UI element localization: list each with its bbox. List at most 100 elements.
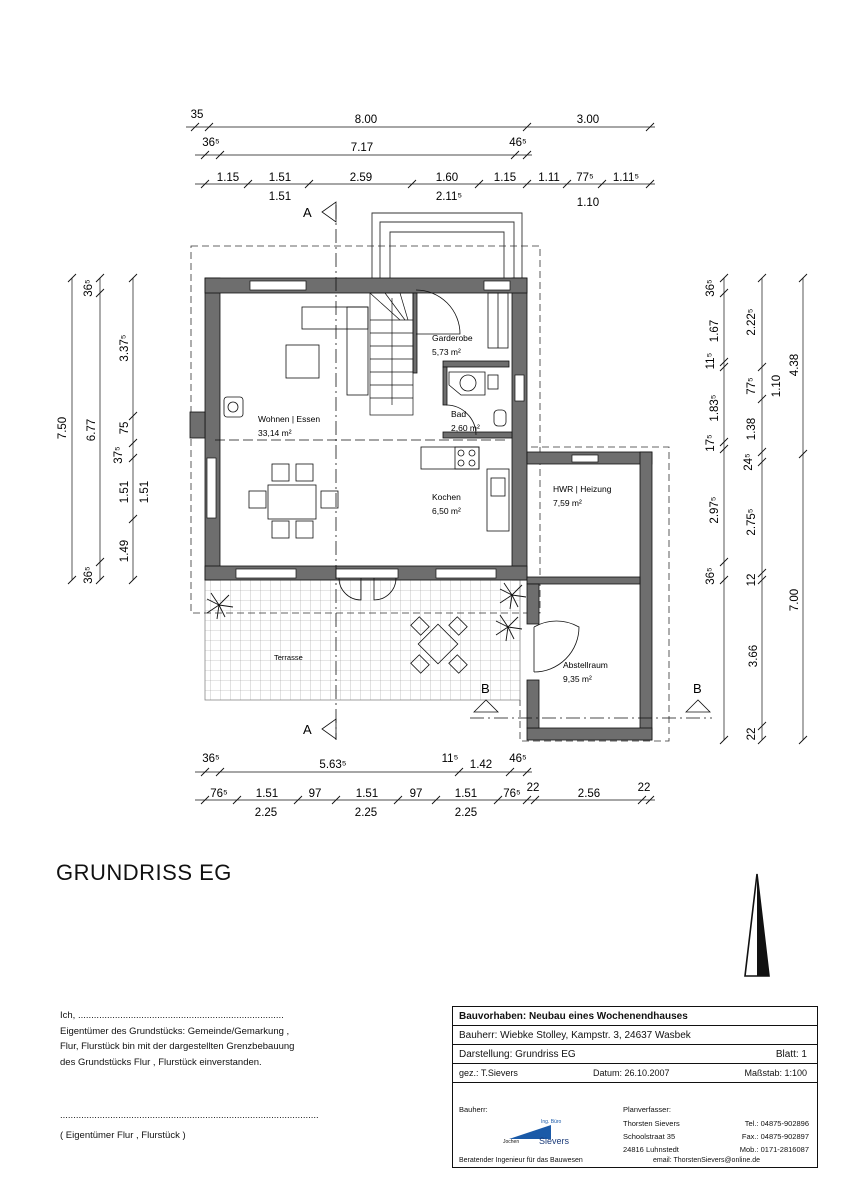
room-area: 6,50 m² <box>432 506 461 516</box>
entrance-canopy-inner2 <box>389 231 505 278</box>
svg-text:22: 22 <box>746 728 758 741</box>
consent-line: des Grundstücks Flur , Flurstück einvers… <box>60 1056 262 1068</box>
furniture <box>223 289 580 674</box>
tb-date: Datum: 26.10.2007 <box>593 1068 670 1078</box>
tb-planner-name: Thorsten Sievers <box>623 1119 680 1128</box>
svg-text:22: 22 <box>527 782 540 794</box>
tb-display: Darstellung: Grundriss EG <box>459 1049 576 1060</box>
section-mark-b-left: B <box>481 681 490 696</box>
tb-fax: Fax.: 04875-902897 <box>741 1132 809 1141</box>
svg-text:77⁵: 77⁵ <box>746 377 758 395</box>
consent-line: Ich, ...................................… <box>60 1010 284 1021</box>
tb-project: Bauvorhaben: Neubau eines Wochenendhause… <box>453 1007 817 1026</box>
section-mark-a-bottom: A <box>303 722 312 737</box>
svg-text:1.60: 1.60 <box>436 172 458 184</box>
dimension-ticks <box>67 122 808 805</box>
plant-icon <box>206 582 527 642</box>
svg-text:5.63⁵: 5.63⁵ <box>319 759 346 771</box>
svg-text:2.75⁵: 2.75⁵ <box>746 508 758 535</box>
tb-drawn-by: gez.: T.Sievers <box>459 1068 518 1078</box>
logo-mark-icon <box>509 1125 551 1139</box>
svg-text:1.49: 1.49 <box>119 540 131 562</box>
svg-text:1.51: 1.51 <box>119 481 131 503</box>
north-arrow-icon <box>742 870 772 985</box>
room-name: Wohnen | Essen <box>258 414 320 424</box>
svg-text:46⁵: 46⁵ <box>509 137 527 149</box>
svg-text:75: 75 <box>119 422 131 435</box>
consent-line: Flur, Flurstück bin mit der dargestellte… <box>60 1041 295 1052</box>
tb-client-label: Bauherr: <box>459 1105 488 1114</box>
room-name: Abstellraum <box>563 660 608 670</box>
svg-text:2.25: 2.25 <box>255 807 277 819</box>
svg-text:2.22⁵: 2.22⁵ <box>746 308 758 335</box>
svg-text:8.00: 8.00 <box>355 114 377 126</box>
svg-text:2.25: 2.25 <box>455 807 477 819</box>
svg-text:1.15: 1.15 <box>494 172 516 184</box>
svg-text:97: 97 <box>410 788 423 800</box>
svg-text:1.38: 1.38 <box>746 418 758 440</box>
svg-text:24⁵: 24⁵ <box>743 453 755 471</box>
svg-text:2.25: 2.25 <box>355 807 377 819</box>
room-area: 5,73 m² <box>432 347 461 357</box>
consent-statement: Ich, ...................................… <box>60 1008 360 1143</box>
logo-small-text-2: Jochen <box>503 1139 520 1145</box>
staircase <box>369 292 414 416</box>
svg-text:7.50: 7.50 <box>57 417 69 439</box>
svg-text:46⁵: 46⁵ <box>509 753 527 765</box>
tb-planner-city: 24816 Luhnstedt <box>623 1145 679 1154</box>
tb-footer-right: email: ThorstenSievers@online.de <box>653 1157 760 1164</box>
room-area: 2,60 m² <box>451 423 480 433</box>
signature-line: ........................................… <box>60 1110 319 1121</box>
svg-text:1.51: 1.51 <box>139 481 151 503</box>
logo-small-text: Ing. Büro <box>541 1119 562 1125</box>
room-area: 33,14 m² <box>258 428 292 438</box>
svg-text:17⁵: 17⁵ <box>705 434 717 452</box>
tb-display-row: Darstellung: Grundriss EG Blatt: 1 <box>453 1045 817 1064</box>
svg-text:1.51: 1.51 <box>455 788 477 800</box>
svg-text:36⁵: 36⁵ <box>83 279 95 297</box>
svg-text:36⁵: 36⁵ <box>202 137 220 149</box>
svg-text:2.59: 2.59 <box>350 172 372 184</box>
svg-text:4.38: 4.38 <box>789 354 801 376</box>
svg-text:1.51: 1.51 <box>269 191 291 203</box>
room-name: Bad <box>451 409 466 419</box>
tb-planner-street: Schoolstraat 35 <box>623 1132 676 1141</box>
section-mark-b-right: B <box>693 681 702 696</box>
windows <box>206 280 599 579</box>
section-mark-a-top: A <box>303 205 312 220</box>
tb-sheet: Blatt: 1 <box>775 1049 807 1060</box>
svg-text:77⁵: 77⁵ <box>576 172 594 184</box>
svg-text:36⁵: 36⁵ <box>705 279 717 297</box>
svg-text:22: 22 <box>638 782 651 794</box>
tb-scale: Maßstab: 1:100 <box>744 1068 807 1078</box>
section-lines <box>215 201 712 740</box>
svg-text:3.00: 3.00 <box>577 114 599 126</box>
room-area: 9,35 m² <box>563 674 592 684</box>
tb-owner: Bauherr: Wiebke Stolley, Kampstr. 3, 246… <box>453 1026 817 1045</box>
room-labels: Wohnen | Essen 33,14 m² Garderobe 5,73 m… <box>258 333 612 684</box>
room-name: Kochen <box>432 492 461 502</box>
room-name: Garderobe <box>432 333 473 343</box>
svg-text:36⁵: 36⁵ <box>83 566 95 584</box>
svg-text:3.37⁵: 3.37⁵ <box>119 334 131 361</box>
svg-text:12: 12 <box>746 574 758 587</box>
dimension-labels: 35 8.00 3.00 36⁵ 7.17 46⁵ 1.15 1.51 2.59… <box>191 109 651 819</box>
svg-text:2.11⁵: 2.11⁵ <box>436 191 463 203</box>
terrace-label: Terrasse <box>274 653 303 662</box>
svg-text:1.51: 1.51 <box>356 788 378 800</box>
svg-text:37⁵: 37⁵ <box>113 446 125 464</box>
consent-line: Eigentümer des Grundstücks: Gemeinde/Gem… <box>60 1025 290 1037</box>
tb-planner-label: Planverfasser: <box>623 1105 671 1114</box>
svg-text:1.67: 1.67 <box>709 320 721 342</box>
svg-text:1.51: 1.51 <box>256 788 278 800</box>
svg-text:1.10: 1.10 <box>771 375 783 397</box>
svg-text:35: 35 <box>191 109 204 121</box>
svg-text:7.00: 7.00 <box>789 589 801 611</box>
title-block: Bauvorhaben: Neubau eines Wochenendhause… <box>452 1006 818 1168</box>
svg-text:11⁵: 11⁵ <box>705 352 717 369</box>
svg-text:3.66: 3.66 <box>748 645 760 667</box>
svg-text:1.11⁵: 1.11⁵ <box>613 172 640 184</box>
svg-text:36⁵: 36⁵ <box>202 753 220 765</box>
dimension-labels-vertical: 7.50 36⁵ 6.77 36⁵ 3.37⁵ 75 37⁵ 1.51 1.49… <box>57 279 801 740</box>
sievers-logo: Ing. Büro Jochen Sievers <box>501 1119 581 1149</box>
